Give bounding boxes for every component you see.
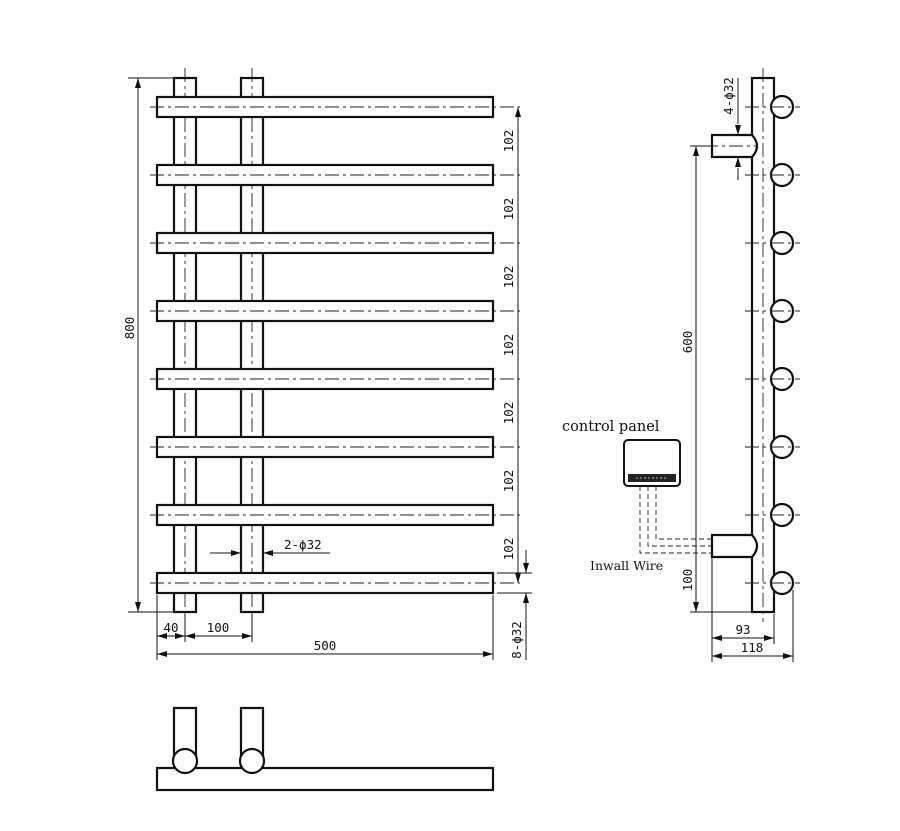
dim-spacing-4: 102 — [501, 334, 516, 357]
riser-diameter-callout: 2-ϕ32 — [210, 537, 330, 556]
side-bracket-callout: 4-ϕ32 — [721, 77, 744, 180]
dim-total-height: 800 — [122, 77, 176, 613]
top-bar — [155, 766, 495, 792]
top-view — [155, 706, 495, 792]
dim-spacing-2: 102 — [501, 198, 516, 221]
dim-bar-spacing: 102 102 102 102 102 102 102 — [501, 107, 521, 583]
dim-width-text: 500 — [314, 638, 337, 653]
dim-spacing-7: 102 — [501, 538, 516, 561]
side-callout-text: 4-ϕ32 — [721, 77, 736, 115]
dim-spacing-3: 102 — [501, 266, 516, 289]
top-riser-left-section — [171, 747, 199, 775]
dim-riser-spacing-text: 100 — [207, 620, 230, 635]
dim-bottom-text: 100 — [680, 569, 695, 592]
dim-bottom: 40 100 500 — [156, 595, 494, 660]
dim-depth-outer-text: 118 — [741, 640, 764, 655]
dim-depth: 93 118 — [711, 590, 794, 662]
bar-callout-text: 8-ϕ32 — [509, 621, 524, 659]
dim-spacing-1: 102 — [501, 130, 516, 153]
bar-diameter-callout: 8-ϕ32 — [497, 550, 532, 660]
top-riser-right-section — [238, 747, 266, 775]
control-panel-label: control panel — [562, 419, 660, 435]
dim-total-height-text: 800 — [122, 317, 137, 340]
front-view: 800 102 102 102 102 102 102 102 8-ϕ32 — [122, 68, 532, 660]
dim-mount-height: 600 — [680, 145, 712, 612]
bottom-wall-bracket — [710, 533, 759, 559]
side-section-centerlines — [745, 106, 800, 584]
dim-mount-height-text: 600 — [680, 331, 695, 354]
dim-offset-left-text: 40 — [163, 620, 178, 635]
control-panel: control panel — [562, 419, 681, 487]
inwall-wire: Inwall Wire — [590, 486, 712, 573]
front-bar-centerlines — [150, 106, 520, 584]
riser-callout-text: 2-ϕ32 — [284, 537, 322, 552]
dim-depth-inner-text: 93 — [735, 622, 750, 637]
dim-spacing-5: 102 — [501, 402, 516, 425]
side-view: 4-ϕ32 600 100 93 118 — [562, 68, 800, 662]
inwall-wire-label: Inwall Wire — [590, 558, 663, 573]
dim-spacing-6: 102 — [501, 470, 516, 493]
dim-bottom-offset: 100 — [680, 557, 752, 613]
front-bars — [155, 95, 495, 595]
